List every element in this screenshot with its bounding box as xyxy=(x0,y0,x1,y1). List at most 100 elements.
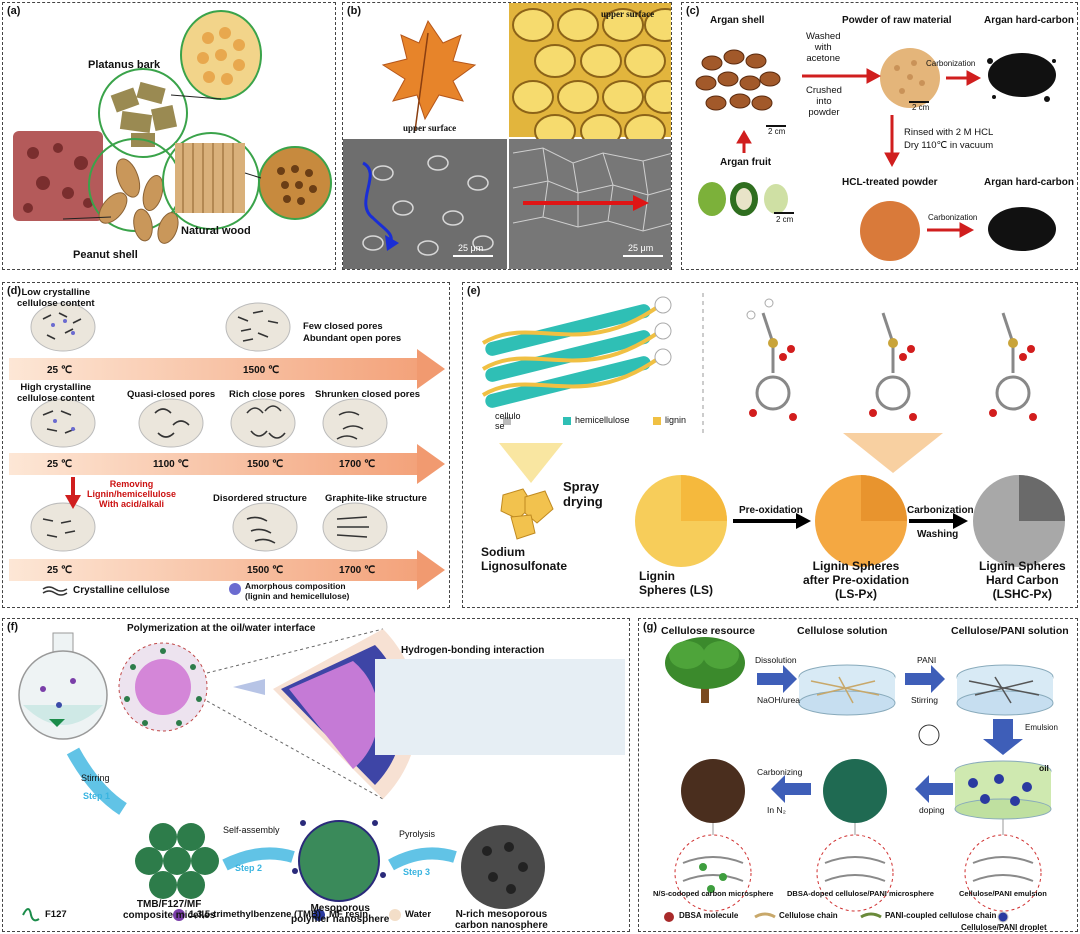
step3-label: Step 3 xyxy=(403,867,431,877)
step2-label: Step 2 xyxy=(235,863,263,873)
panel-a-illustration xyxy=(13,10,332,244)
temp-25-row2: 25 ℃ xyxy=(47,459,73,470)
temp-1500-row1: 1500 ℃ xyxy=(243,365,280,376)
panel-b: (b) xyxy=(342,2,672,270)
oil-label: oil xyxy=(1039,763,1049,773)
removing-label: Removing Lignin/hemicellulose With acid/… xyxy=(87,479,177,509)
washed-label: Washed with acetone xyxy=(806,31,841,64)
shell-scale-label: 2 cm xyxy=(768,127,786,136)
sem-scale-left: 25 μm xyxy=(458,243,484,253)
panel-f: (f) xyxy=(2,618,630,932)
legend-hemicellulose: hemicellulose xyxy=(575,415,630,425)
carbonization-top-label: Carbonization xyxy=(926,59,976,68)
panel-d: (d) Low cry xyxy=(2,282,450,608)
legend-amorph-label: Amorphous composition (lignin and hemice… xyxy=(245,581,350,601)
panel-f-illustration xyxy=(18,628,625,922)
temp-1100-row2: 1100 ℃ xyxy=(153,459,189,470)
lshc-px-label: Lignin Spheres Hard Carbon (LSHC-Px) xyxy=(979,559,1066,601)
pre-oxidation-label: Pre-oxidation xyxy=(739,505,803,516)
legend-tmb: 1,3,5-trimethylbenzene (TMB) xyxy=(189,909,321,920)
panel-d-illustration xyxy=(30,302,388,596)
legend-cellulose: cellulo se xyxy=(495,411,521,431)
polymer-nanosphere-label: Mesoporous polymer nanosphere xyxy=(291,903,390,925)
pyrolysis-label: Pyrolysis xyxy=(399,829,436,839)
shrunken-label: Shrunken closed pores xyxy=(315,389,421,400)
legend-cellulose-chain: Cellulose chain xyxy=(779,911,838,920)
powder-scale-label: 2 cm xyxy=(912,103,930,112)
panel-d-label: (d) xyxy=(7,285,22,297)
in-n2-label: In N₂ xyxy=(767,805,786,815)
washing-label: Washing xyxy=(917,529,959,540)
panel-e: (e) xyxy=(462,282,1078,608)
few-closed-label: Few closed pores Abundant open pores xyxy=(303,321,402,344)
arrow-row-2 xyxy=(9,453,419,475)
hcl-powder-label: HCL-treated powder xyxy=(842,177,938,188)
legend-f127: F127 xyxy=(45,909,67,920)
panel-e-illustration xyxy=(481,293,1065,567)
argan-hard-carbon-top-label: Argan hard-carbon xyxy=(984,15,1075,26)
arrow-row-1 xyxy=(9,358,419,380)
platanus-bark-label: Platanus bark xyxy=(88,59,161,71)
arrow-row-3 xyxy=(9,559,419,581)
arrow-row-1-head xyxy=(417,349,445,389)
low-cryst-label: Low crystalline cellulose content xyxy=(17,287,95,309)
cp-emulsion-label: Cellulose/PANI emulsion xyxy=(959,889,1047,898)
carbonizing-label: Carbonizing xyxy=(757,767,803,777)
temp-25-row1: 25 ℃ xyxy=(47,365,73,376)
crushed-label: Crushed into powder xyxy=(806,85,842,118)
dbsa-doped-label: DBSA-doped cellulose/PANI microsphere xyxy=(787,889,934,898)
panel-g-illustration xyxy=(664,637,1054,923)
panel-b-label: (b) xyxy=(347,5,362,17)
argan-fruit-label: Argan fruit xyxy=(720,157,772,168)
sodium-lignosulfonate-label: Sodium Lignosulfonate xyxy=(481,545,567,573)
arrow-row-3-head xyxy=(417,550,445,590)
arrow-row-2-head xyxy=(417,444,445,484)
cellulose-resource-label: Cellulose resource xyxy=(661,625,755,637)
legend-lignin: lignin xyxy=(665,415,687,425)
micelles-label: TMB/F127/MF composite micelles xyxy=(123,899,216,921)
carbonization-label: Carbonization xyxy=(907,505,974,516)
carbonization-bottom-label: Carbonization xyxy=(928,213,978,222)
legend-dbsa: DBSA molecule xyxy=(679,911,739,920)
pani-label: PANI xyxy=(917,655,937,665)
graphite-label: Graphite-like structure xyxy=(325,493,427,504)
naoh-label: NaOH/urea xyxy=(757,695,800,705)
legend-mf: MF resin xyxy=(329,909,369,920)
self-assembly-label: Self-assembly xyxy=(223,825,280,835)
panel-c-label: (c) xyxy=(686,5,700,17)
hbond-label: Hydrogen-bonding interaction xyxy=(401,645,545,656)
panel-b-illustration xyxy=(343,3,671,269)
legend-droplet: Cellulose/PANI droplet xyxy=(961,923,1047,932)
temp-1500-row2: 1500 ℃ xyxy=(247,459,284,470)
cellulose-pani-solution-label: Cellulose/PANI solution xyxy=(951,625,1069,637)
upper-surface-leaf-label: upper surface xyxy=(403,123,457,133)
high-cryst-label: High crystalline cellulose content xyxy=(17,382,95,404)
temp-1500-row3: 1500 ℃ xyxy=(247,565,284,576)
panel-g-label: (g) xyxy=(643,621,658,633)
dry-label: Dry 110℃ in vacuum xyxy=(904,140,994,151)
dissolution-label: Dissolution xyxy=(755,655,797,665)
doping-label: doping xyxy=(919,805,945,815)
panel-f-label: (f) xyxy=(7,621,18,633)
emulsion-label: Emulsion xyxy=(1025,723,1058,732)
fruit-scale-label: 2 cm xyxy=(776,215,794,224)
stirring-label: Stirring xyxy=(911,695,938,705)
cellulose-solution-label: Cellulose solution xyxy=(797,625,888,637)
legend-pani-chain: PANI-coupled cellulose chain xyxy=(885,911,997,920)
stirring-label: Stirring xyxy=(81,773,110,783)
temp-1700-row3: 1700 ℃ xyxy=(339,565,376,576)
ls-px-label: Lignin Spheres after Pre-oxidation (LS-P… xyxy=(803,559,910,601)
legend-cryst-label: Crystalline cellulose xyxy=(73,585,170,596)
legend-water: Water xyxy=(405,909,432,920)
carbon-nanosphere-label: N-rich mesoporous carbon nanosphere xyxy=(455,909,548,931)
panel-a: (a) xyxy=(2,2,336,270)
quasi-label: Quasi-closed pores xyxy=(127,389,216,400)
step1-label: Step 1 xyxy=(83,791,111,801)
argan-hard-carbon-bottom-label: Argan hard-carbon xyxy=(984,177,1075,188)
temp-25-row3: 25 ℃ xyxy=(47,565,73,576)
rich-label: Rich close pores xyxy=(229,389,306,400)
upper-surface-cells-label: upper surface xyxy=(601,9,655,19)
panel-c-illustration xyxy=(695,48,1056,261)
sem-scale-right: 25 μm xyxy=(628,243,654,253)
panel-a-label: (a) xyxy=(7,5,21,17)
